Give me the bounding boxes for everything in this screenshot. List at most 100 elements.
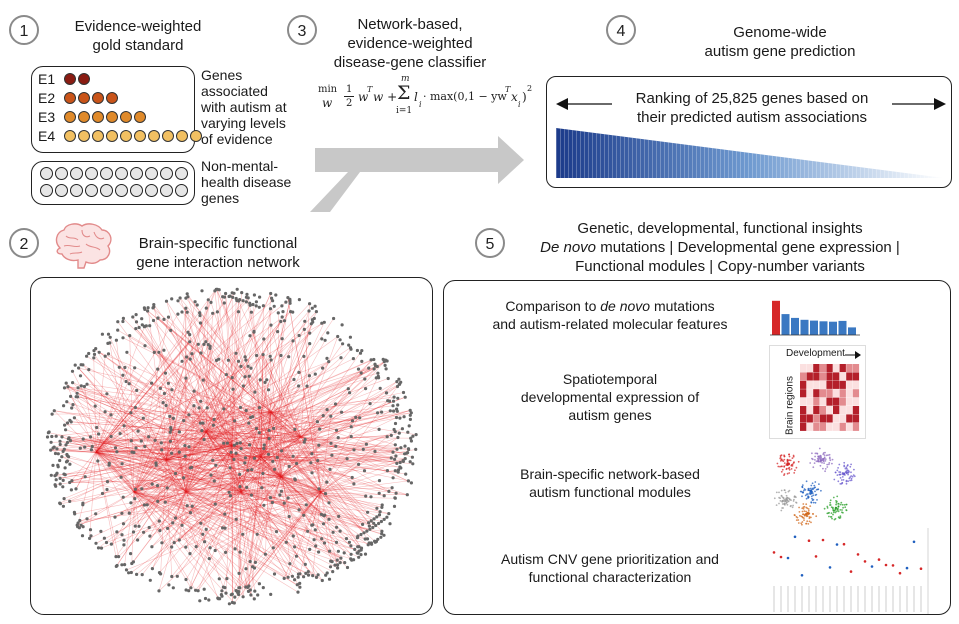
module-node <box>795 519 798 521</box>
module-node <box>816 452 818 455</box>
module-node <box>812 498 815 501</box>
heatmap-cell <box>826 414 833 423</box>
module-node <box>839 483 842 485</box>
module-node <box>845 503 848 506</box>
cnv-point <box>905 566 909 570</box>
cnv-point <box>898 571 902 575</box>
module-node <box>814 452 817 455</box>
denovo-bar <box>829 321 837 335</box>
module-node <box>783 462 786 464</box>
module-node <box>779 457 782 460</box>
module-node <box>844 467 847 470</box>
module-node <box>797 522 800 524</box>
module-node <box>785 500 788 502</box>
heatmap-cell <box>813 364 820 373</box>
module-node <box>779 454 782 457</box>
module-node <box>793 472 796 474</box>
module-node <box>802 503 805 505</box>
denovo-bar-chart <box>770 300 860 336</box>
denovo-bar <box>800 319 809 335</box>
heatmap-cell <box>852 397 860 406</box>
module-node <box>832 511 835 514</box>
module-node <box>814 501 817 504</box>
module-node <box>786 467 788 470</box>
module-node <box>837 480 840 483</box>
module-node <box>817 455 820 458</box>
flow-arrow-shape <box>310 136 524 212</box>
module-node <box>826 463 829 466</box>
module-node <box>792 500 795 502</box>
module-node <box>808 516 811 518</box>
heatmap-cell <box>839 380 846 389</box>
heatmap-cell <box>833 380 840 389</box>
module-node <box>828 515 830 518</box>
module-node <box>791 463 794 466</box>
module-node <box>814 459 816 461</box>
module-node <box>835 500 837 502</box>
module-node <box>805 522 808 525</box>
non-mental-gene-dot <box>175 184 188 197</box>
non-mental-gene-dot <box>55 184 68 197</box>
panel4-number-badge: 4 <box>606 15 636 45</box>
module-node <box>786 503 789 506</box>
module-node <box>831 462 833 465</box>
module-node <box>809 487 812 490</box>
module-node <box>817 488 820 491</box>
non-mental-gene-dot <box>40 167 53 180</box>
formula-sub-i2: i <box>518 100 521 109</box>
module-node <box>808 512 811 515</box>
module-node <box>779 456 782 458</box>
module-node <box>824 468 827 470</box>
module-node <box>840 479 843 481</box>
module-node <box>815 493 818 496</box>
module-node <box>797 519 800 521</box>
insight2-line3: autism genes <box>568 407 652 423</box>
module-node <box>845 466 848 469</box>
non-mental-gene-dot <box>85 167 98 180</box>
module-node <box>853 468 855 471</box>
formula-sum-top: m <box>401 74 410 84</box>
cnv-point <box>884 563 888 567</box>
module-node <box>786 462 789 465</box>
evidence-gene-dot <box>92 111 104 123</box>
module-node <box>778 491 780 494</box>
module-node <box>816 499 818 501</box>
module-node <box>803 519 805 521</box>
module-node <box>841 482 844 484</box>
heatmap-cell <box>826 372 833 381</box>
module-node <box>801 507 804 510</box>
heatmap-cell <box>806 364 813 373</box>
panel5-number-badge: 5 <box>475 228 505 258</box>
cnv-point <box>786 556 790 560</box>
module-node <box>801 523 803 526</box>
module-node <box>781 468 784 471</box>
module-node <box>803 505 806 508</box>
module-node <box>826 505 829 508</box>
formula-sum-bottom: i=1 <box>396 106 413 116</box>
panel2-title: Brain-specific functional gene interacti… <box>118 234 318 272</box>
module-node <box>788 468 791 471</box>
header-line2-rest: mutations | Developmental gene expressio… <box>596 239 900 256</box>
module-node <box>824 470 826 473</box>
module-node <box>802 513 805 515</box>
heatmap-cell <box>839 397 846 406</box>
heatmap-cell <box>833 406 840 415</box>
heatmap-cell <box>813 397 820 406</box>
heatmap-cell <box>800 372 807 381</box>
module-node <box>780 470 783 473</box>
formula-sup-t2: T <box>505 85 511 94</box>
module-node <box>845 467 848 470</box>
insight4-line1: Autism CNV gene prioritization and <box>501 551 719 567</box>
formula-var: w <box>322 96 333 110</box>
module-node <box>831 458 834 461</box>
heatmap-cell <box>839 389 846 398</box>
module-node <box>839 477 842 479</box>
module-node <box>798 506 800 509</box>
module-node <box>805 497 808 500</box>
module-node <box>784 491 787 494</box>
formula-sub-i: i <box>419 100 422 109</box>
insight2-line1: Spatiotemporal <box>562 371 658 387</box>
module-node <box>837 467 839 469</box>
brain-icon <box>55 223 112 269</box>
cnv-point <box>807 539 811 542</box>
